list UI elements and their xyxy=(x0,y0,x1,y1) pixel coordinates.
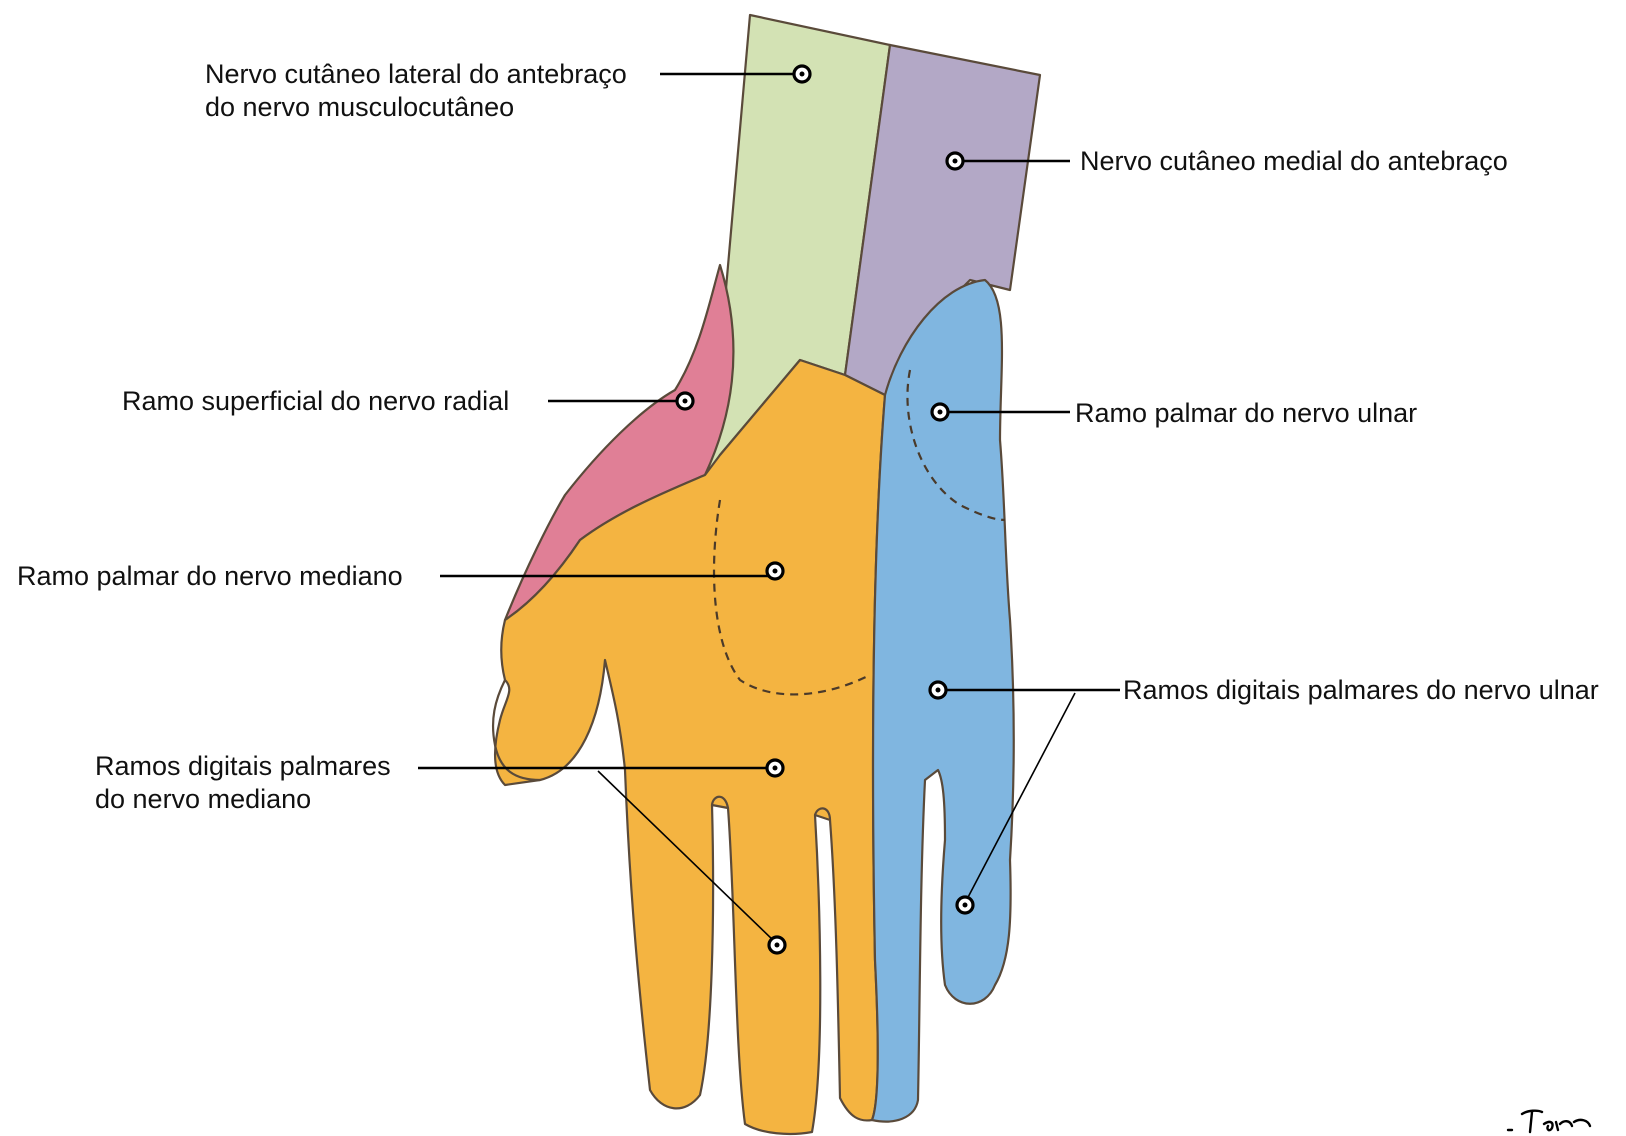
label-median-palmar: Ramo palmar do nervo mediano xyxy=(17,560,403,593)
label-ulnar-digital: Ramos digitais palmares do nervo ulnar xyxy=(1123,674,1599,707)
artist-signature xyxy=(1500,1100,1610,1136)
label-line: Nervo cutâneo lateral do antebraço xyxy=(205,58,627,91)
pin-marker xyxy=(767,760,783,776)
pin-marker xyxy=(769,937,785,953)
label-line: Ramos digitais palmares xyxy=(95,750,391,783)
pin-marker xyxy=(947,153,963,169)
pin-marker xyxy=(767,563,783,579)
label-line: do nervo mediano xyxy=(95,783,391,816)
pin-marker xyxy=(957,897,973,913)
label-median-digital: Ramos digitais palmares do nervo mediano xyxy=(95,750,391,816)
label-ulnar-palmar: Ramo palmar do nervo ulnar xyxy=(1075,397,1417,430)
label-line: Ramo palmar do nervo ulnar xyxy=(1075,397,1417,430)
pin-marker xyxy=(930,682,946,698)
pin-marker xyxy=(794,66,810,82)
label-line: Ramo superficial do nervo radial xyxy=(122,385,509,418)
label-line: Ramos digitais palmares do nervo ulnar xyxy=(1123,674,1599,707)
label-medial-cutaneous: Nervo cutâneo medial do antebraço xyxy=(1080,145,1508,178)
label-line: do nervo musculocutâneo xyxy=(205,91,627,124)
label-radial-superficial: Ramo superficial do nervo radial xyxy=(122,385,509,418)
label-line: Ramo palmar do nervo mediano xyxy=(17,560,403,593)
label-lateral-cutaneous: Nervo cutâneo lateral do antebraço do ne… xyxy=(205,58,627,124)
pin-marker xyxy=(677,393,693,409)
pin-marker xyxy=(932,404,948,420)
label-line: Nervo cutâneo medial do antebraço xyxy=(1080,145,1508,178)
